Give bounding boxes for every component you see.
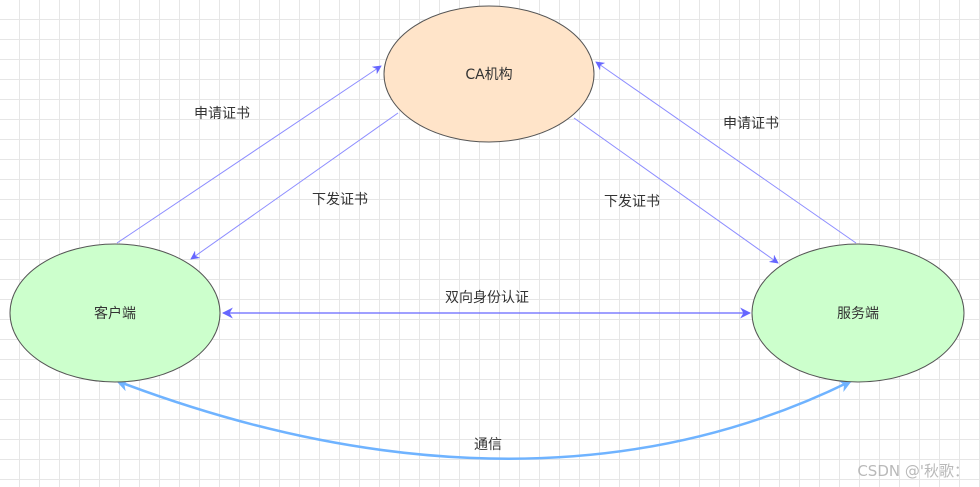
server-issue-cert-label: 下发证书 xyxy=(604,194,660,210)
client-ellipse xyxy=(9,243,221,383)
ca-ellipse xyxy=(383,5,595,143)
csdn-watermark: CSDN @'秋歌： xyxy=(857,462,969,480)
client-request-cert-label: 申请证书 xyxy=(194,106,250,122)
server-ellipse xyxy=(751,243,965,383)
client-node: 客户端 xyxy=(9,243,221,383)
server-request-cert-label: 申请证书 xyxy=(723,116,779,132)
mutual-auth-label: 双向身份认证 xyxy=(445,290,529,306)
client-request-cert-arrow xyxy=(116,65,382,244)
server-request-cert-arrow xyxy=(595,61,857,244)
communication-curve xyxy=(115,379,853,460)
server-issue-cert-arrow xyxy=(573,117,779,264)
ca-label: CA机构 xyxy=(465,67,512,83)
server-label: 服务端 xyxy=(837,306,879,322)
server-node: 服务端 xyxy=(751,243,965,383)
client-label: 客户端 xyxy=(94,305,136,322)
client-issue-cert-label: 下发证书 xyxy=(312,192,368,208)
client-issue-cert-arrow xyxy=(190,112,399,260)
ca-node: CA机构 xyxy=(383,5,595,143)
communication-label: 通信 xyxy=(474,437,502,453)
